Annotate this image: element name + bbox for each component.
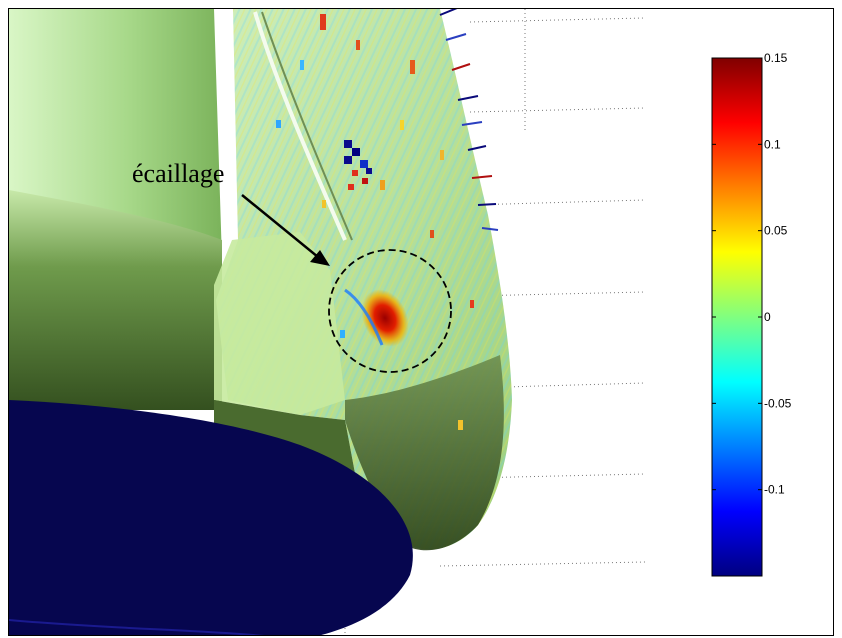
colorbar-tick-label: -0.1 [764, 483, 785, 497]
highlight-circle [328, 249, 452, 373]
wear-streak [344, 288, 384, 346]
annotation-arrow [241, 194, 330, 266]
edge-ridge [253, 11, 347, 241]
base-disk-edge [9, 619, 265, 635]
colorbar-tick-label: -0.05 [764, 396, 792, 410]
colorbar-tick-label: 0 [764, 310, 771, 324]
wear-spot [361, 289, 409, 347]
colorbar-gradient [711, 57, 763, 577]
flat-land [214, 232, 345, 415]
deviation-specks [276, 14, 474, 430]
colorbar-tick-label: 0.1 [764, 137, 781, 151]
edge-fringe [439, 9, 499, 231]
colorbar-ticks: 0.15 0.1 0.05 0 -0.05 -0.1 [712, 51, 792, 497]
plot-area [8, 8, 834, 636]
annotation-label: écaillage [132, 159, 224, 188]
edge-shadow [261, 11, 353, 241]
surface-render [9, 9, 646, 635]
cylinder-lower [9, 190, 222, 410]
base-disk [9, 400, 413, 635]
grid [344, 9, 646, 635]
colorbar-tick-label: 0.05 [764, 224, 788, 238]
colorbar: 0.15 0.1 0.05 0 -0.05 -0.1 [711, 51, 792, 577]
deviation-cluster [344, 140, 372, 190]
colorbar-tick-label: 0.15 [764, 51, 788, 65]
